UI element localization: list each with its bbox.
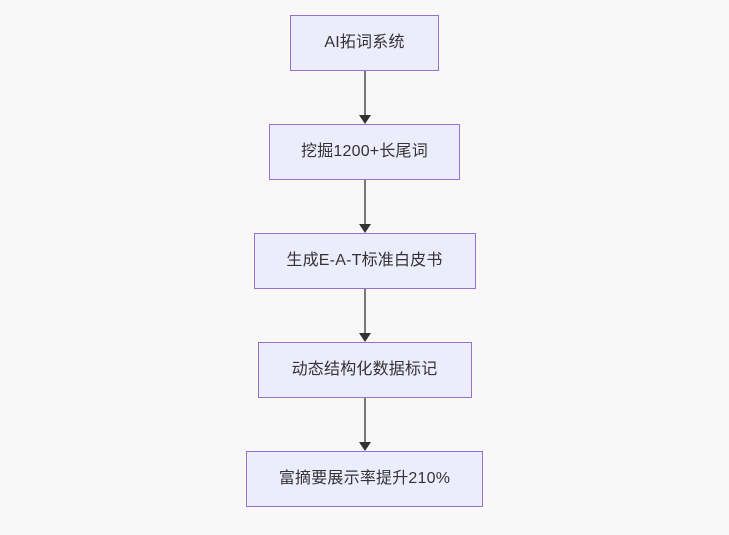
flow-node-label: 挖掘1200+长尾词 bbox=[301, 143, 428, 160]
arrow-head-icon bbox=[358, 442, 371, 451]
arrow-line bbox=[363, 71, 366, 115]
flow-node-eat-whitepaper[interactable]: 生成E-A-T标准白皮书 bbox=[253, 233, 476, 289]
flow-node-label: 动态结构化数据标记 bbox=[291, 361, 438, 378]
flow-node-rich-snippet-result[interactable]: 富摘要展示率提升210% bbox=[246, 451, 483, 507]
flow-node-structured-data-markup[interactable]: 动态结构化数据标记 bbox=[257, 342, 472, 398]
arrow-head-icon bbox=[358, 224, 371, 233]
flow-arrow-n0-to-n1 bbox=[358, 71, 372, 124]
arrow-line bbox=[363, 289, 366, 333]
arrow-head-icon bbox=[358, 115, 371, 124]
flow-arrow-n3-to-n4 bbox=[358, 398, 372, 451]
flow-arrow-n2-to-n3 bbox=[358, 289, 372, 342]
flow-node-label: 富摘要展示率提升210% bbox=[278, 470, 451, 487]
arrow-line bbox=[363, 180, 366, 224]
flow-node-label: AI拓词系统 bbox=[324, 34, 405, 51]
arrow-line bbox=[363, 398, 366, 442]
flow-arrow-n1-to-n2 bbox=[358, 180, 372, 233]
flow-node-longtail-keywords[interactable]: 挖掘1200+长尾词 bbox=[269, 124, 460, 180]
arrow-head-icon bbox=[358, 333, 371, 342]
flow-node-ai-keyword-system[interactable]: AI拓词系统 bbox=[290, 15, 439, 71]
flow-node-label: 生成E-A-T标准白皮书 bbox=[286, 252, 443, 269]
